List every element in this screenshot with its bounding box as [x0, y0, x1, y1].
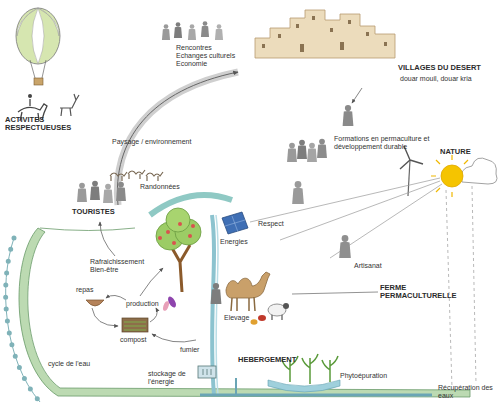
camel-legs	[231, 297, 255, 311]
person-figure	[201, 21, 209, 37]
storage-cells	[203, 369, 211, 375]
training-note: Formations en permaculture et développem…	[334, 135, 439, 151]
energy-label: Energies	[220, 238, 248, 246]
person-figure	[343, 105, 354, 126]
person-figure	[162, 24, 170, 40]
person-figure	[317, 139, 327, 158]
balloon-stripes	[17, 8, 59, 64]
person-figure	[292, 181, 304, 204]
chicken	[258, 315, 266, 321]
tree-trunk	[172, 245, 190, 292]
hiking-caravan	[110, 170, 163, 181]
hiking-label: Randonnées	[140, 183, 180, 191]
compost-layers	[124, 322, 146, 330]
place-names: douar mouil, douar kria	[400, 75, 472, 83]
person-figure	[188, 24, 196, 40]
wellbeing-arrow	[100, 222, 115, 256]
solar-panel-grid	[225, 216, 245, 232]
craft-label: Artisanat	[354, 262, 382, 270]
place-heading: VILLAGES DU DESERT	[398, 64, 481, 72]
water-droplets	[6, 238, 40, 402]
sheep-legs	[272, 315, 282, 320]
sheep-head	[283, 303, 289, 309]
person-figure	[287, 143, 297, 162]
meal-bowl	[86, 300, 104, 306]
tree-canopy	[166, 208, 190, 232]
activity-heading: ACTIVITES RESPECTUEUSES	[5, 116, 75, 132]
purification-label: Phytoépuration	[340, 372, 387, 380]
chicken	[251, 319, 258, 324]
livestock-label: Elevage	[224, 314, 249, 322]
energy-storage	[198, 366, 216, 378]
desert-village	[255, 10, 395, 58]
sun-rays	[431, 155, 468, 197]
land-band	[19, 228, 470, 397]
camel	[226, 272, 270, 298]
compost-label: compost	[120, 336, 146, 344]
water-pipe	[200, 394, 432, 397]
fruit	[172, 241, 176, 245]
compost-box	[122, 318, 148, 332]
balloon-envelope	[16, 8, 60, 64]
person-figure	[77, 183, 87, 202]
recovery-label: Récupération des eaux	[438, 384, 496, 400]
cycle-arrow	[92, 308, 118, 326]
cycle-arrow	[150, 308, 157, 322]
water-cycle-label: cycle de l'eau	[48, 360, 90, 368]
village-arrow	[352, 88, 362, 103]
person-figure	[297, 140, 307, 159]
farm-heading: FERME PERMACULTURELLE	[380, 284, 462, 300]
meal-label: repas	[76, 286, 94, 294]
nature-heading: NATURE	[440, 148, 471, 156]
person-figure	[215, 24, 223, 40]
filter-pond	[268, 380, 340, 392]
sun	[441, 165, 463, 187]
balloon-ropes	[30, 60, 46, 78]
respect-label: Respect	[258, 220, 284, 228]
fruit	[178, 222, 182, 226]
person-figure	[103, 184, 113, 203]
lodging-heading: HEBERGEMENT	[238, 356, 296, 364]
person-figure	[307, 143, 317, 162]
landscape-label: Paysage / environnement	[112, 138, 191, 146]
wind-turbine-mast	[408, 160, 410, 196]
storage-label: stockage de l'énergie	[148, 370, 196, 386]
water-cycle-line	[6, 238, 40, 402]
hill-band	[150, 195, 232, 215]
fruit	[188, 234, 192, 238]
person-figure	[339, 235, 351, 258]
manure-label: fumier	[180, 346, 199, 354]
vegetable	[162, 300, 170, 311]
fruit	[158, 236, 162, 240]
sun-lines	[250, 178, 442, 258]
antelope	[60, 94, 79, 116]
fruit	[166, 230, 170, 234]
person-figure	[116, 182, 126, 201]
manure-arrow	[152, 334, 196, 342]
exchange-note: Rencontres Echanges culturels Economie	[176, 44, 238, 68]
person-figure	[174, 22, 182, 38]
village-windows	[262, 16, 387, 52]
rain-lines	[446, 186, 476, 388]
person-figure	[211, 283, 222, 304]
ground-line	[40, 228, 135, 231]
solar-panel	[222, 212, 248, 234]
tourists-heading: TOURISTES	[72, 208, 115, 216]
water-pipe	[235, 378, 237, 395]
cycle-arrow	[140, 268, 163, 296]
cycle-arrow	[106, 295, 126, 300]
production-label: production	[126, 300, 159, 308]
farm-line	[292, 292, 378, 294]
wellbeing-label: Rafraichissement Bien-être	[90, 258, 152, 274]
person-figure	[90, 181, 100, 200]
balloon-basket	[34, 78, 43, 85]
fruit	[191, 224, 195, 228]
rider-head	[28, 94, 32, 98]
